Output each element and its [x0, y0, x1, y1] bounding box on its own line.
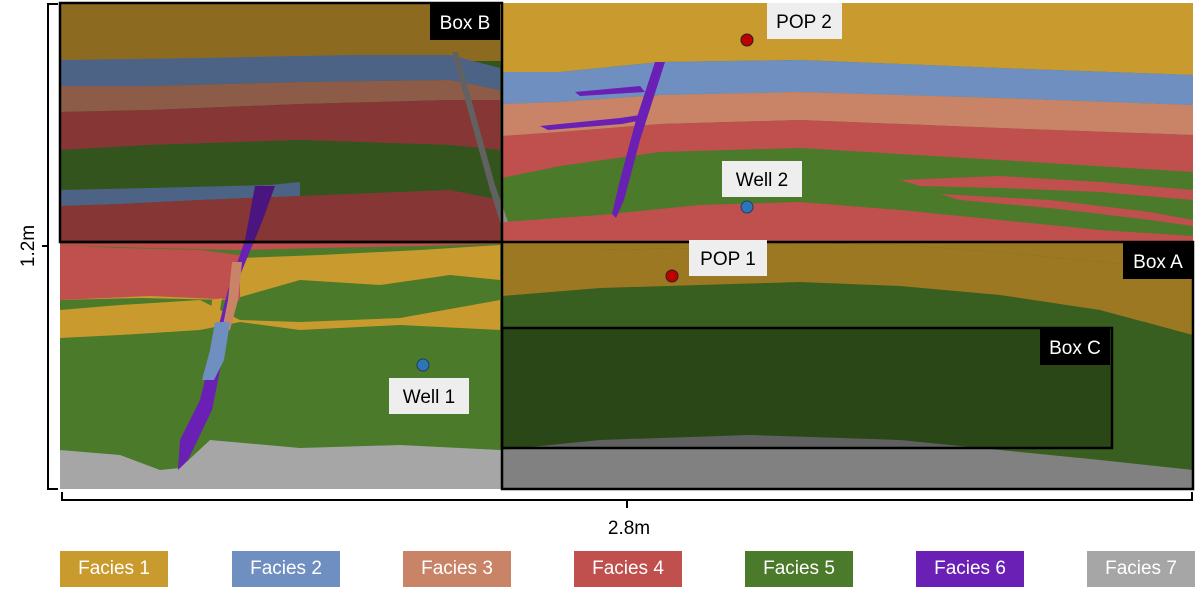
dike-upper-facies-6 — [575, 86, 645, 96]
box-c-shade — [502, 328, 1112, 448]
right-facies-1-lower-b — [502, 243, 1193, 335]
facies-legend: Facies 1 Facies 2 Facies 3 Facies 4 Faci… — [0, 551, 1200, 589]
right-facies-2-band — [502, 60, 1193, 105]
left-facies-5-band — [60, 140, 500, 190]
left-facies-1-lower-b — [60, 300, 500, 338]
fault-left-facies-1-fill — [210, 298, 222, 324]
height-bracket — [47, 3, 58, 490]
box-b-label: Box B — [440, 13, 491, 34]
legend-facies-2: Facies 2 — [232, 551, 340, 587]
pop-2-label-bg — [767, 3, 842, 39]
legend-facies-1: Facies 1 — [60, 551, 168, 587]
well-2-label: Well 2 — [736, 170, 788, 191]
box-b-label-bg — [430, 4, 500, 40]
right-facies-4-lens-b — [940, 194, 1193, 226]
fault-left-facies-3-fill — [222, 262, 242, 330]
legend-facies-7: Facies 7 — [1087, 551, 1195, 587]
well-1-marker — [416, 358, 430, 372]
pop-2-label: POP 2 — [776, 12, 832, 33]
well-2-marker — [740, 200, 754, 214]
left-facies-4-wedge — [60, 245, 240, 300]
dike-lower-facies-6 — [540, 115, 642, 130]
left-facies-2-lower-band — [60, 182, 300, 206]
box-c-outline — [500, 326, 1114, 450]
right-facies-4-base — [502, 202, 1193, 242]
right-facies-1-lower — [502, 242, 1193, 270]
box-c-label: Box C — [1049, 338, 1101, 359]
fault-left-facies-2-fill — [202, 322, 230, 380]
width-scale-label: 2.8m — [608, 518, 650, 539]
left-facies-2-band — [60, 55, 500, 90]
height-scale-label: 1.2m — [18, 225, 39, 267]
right-facies-3-band — [502, 92, 1193, 136]
well-1-label: Well 1 — [403, 387, 455, 408]
left-facies-3-band — [60, 80, 500, 112]
right-facies-4-band — [502, 120, 1193, 178]
width-bracket — [61, 492, 1193, 501]
pop-1-marker — [665, 269, 679, 283]
pop-1-label: POP 1 — [700, 249, 756, 270]
box-a-label-bg — [1123, 243, 1193, 279]
box-b-shade — [60, 3, 502, 242]
left-facies-1-top — [60, 3, 502, 61]
well-1-label-bg — [389, 378, 469, 414]
box-c-label-bg — [1040, 329, 1110, 365]
legend-facies-3: Facies 3 — [403, 551, 511, 587]
box-a-label: Box A — [1133, 252, 1183, 273]
well-2-label-bg — [722, 161, 802, 197]
left-facies-4-band — [60, 100, 500, 150]
fault-right-facies-6 — [612, 62, 665, 218]
fault-box-b-grey — [452, 52, 508, 222]
legend-facies-4: Facies 4 — [574, 551, 682, 587]
right-facies-1-top — [502, 3, 1193, 75]
left-facies-4-lower — [60, 242, 500, 250]
legend-facies-5: Facies 5 — [745, 551, 853, 587]
pop-1-label-bg — [689, 240, 767, 276]
legend-facies-6: Facies 6 — [916, 551, 1024, 587]
pop-2-marker — [740, 33, 754, 47]
right-facies-4-lens — [900, 176, 1193, 200]
left-facies-4-lower-band — [60, 190, 500, 242]
